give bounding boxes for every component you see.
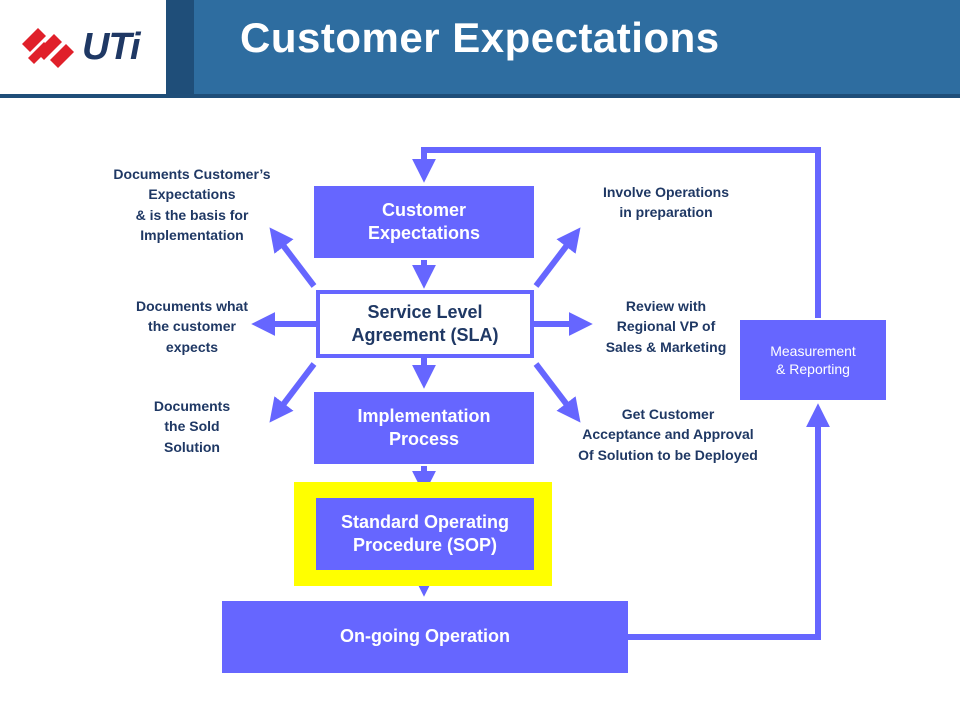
note-review-vp: Review with Regional VP of Sales & Marke… — [605, 298, 727, 355]
sla-box: Service Level Agreement (SLA) — [316, 290, 534, 358]
measurement-box: Measurement & Reporting — [740, 320, 886, 400]
header-stripe — [166, 0, 194, 94]
logo-text: UTi — [82, 26, 141, 68]
implementation-box: Implementation Process — [314, 392, 534, 464]
customer-expectations-box: Customer Expectations — [314, 186, 534, 258]
note-documents-what: Documents what the customer expects — [135, 298, 248, 355]
ongoing-operation-box: On-going Operation — [222, 601, 628, 673]
note-documents-sold: Documents the Sold Solution — [153, 398, 231, 455]
arrow-measurement-to-ce — [412, 147, 821, 318]
note-get-acceptance: Get Customer Acceptance and Approval Of … — [578, 406, 758, 463]
arrow-to-involve-note — [533, 227, 581, 288]
arrow-to-expectations-note — [269, 227, 317, 288]
arrow-to-acceptance-note — [533, 362, 581, 423]
logo: UTi — [0, 0, 166, 94]
arrow-ongoing-to-measurement — [628, 403, 830, 640]
note-documents-expectations: Documents Customer’s Expectations & is t… — [113, 166, 271, 243]
arrow-to-sold-note — [269, 362, 317, 423]
page-title: Customer Expectations — [240, 14, 720, 61]
logo-mark-icon — [22, 28, 74, 68]
sop-box: Standard Operating Procedure (SOP) — [316, 498, 534, 570]
header-underline — [0, 94, 960, 98]
note-involve-operations: Involve Operations in preparation — [602, 184, 730, 221]
